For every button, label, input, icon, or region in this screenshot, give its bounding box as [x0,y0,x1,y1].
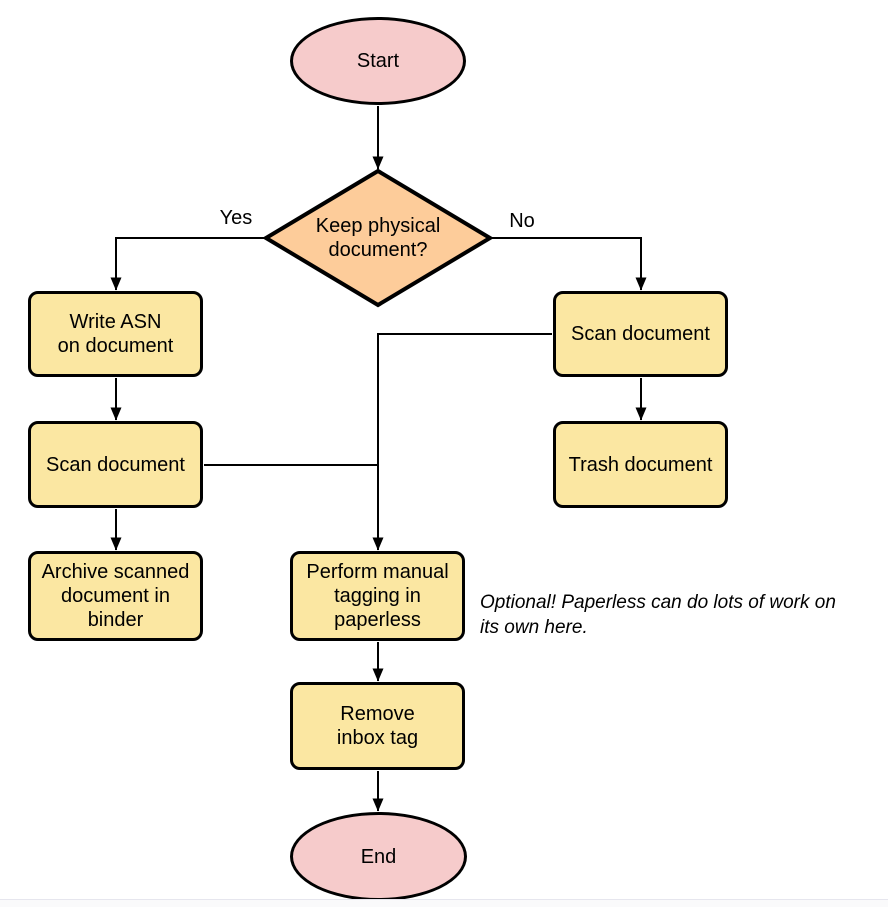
optional-annotation-line2: its own here. [480,617,588,638]
edge-label-no: No [496,210,548,233]
node-remove-inbox-tag: Remove inbox tag [290,682,465,770]
node-remove-inbox-tag-label: Remove inbox tag [336,703,419,749]
node-scan-document-right-label: Scan document [571,323,710,345]
edge-decision-no-to-scan-right [490,237,647,291]
node-archive-binder-label: Archive scanned document in binder [41,561,190,631]
window-bottom-strip [0,900,888,907]
node-scan-document-left-label: Scan document [46,453,185,476]
edge-label-yes: Yes [208,207,264,230]
node-trash-document-label: Trash document [568,453,713,476]
node-trash-document: Trash document [553,421,728,508]
node-scan-document-right: Scan document [553,291,728,377]
node-start: Start [290,17,466,105]
node-end-label: End [360,845,397,868]
optional-annotation-line1: Optional! Paperless can do lots of work … [480,592,836,613]
node-scan-document-left: Scan document [28,421,203,508]
window-bottom-edge [0,899,888,900]
node-write-asn: Write ASN on document [28,291,203,377]
node-decision-label: Keep physical document? [315,215,441,261]
edge-decision-yes-to-write-asn [110,237,264,291]
node-start-label: Start [356,50,400,72]
node-decision: Keep physical document? [262,166,494,310]
node-archive-binder: Archive scanned document in binder [28,551,203,641]
node-manual-tagging-label: Perform manual tagging in paperless [306,561,449,631]
decision-diamond-shape [262,168,494,308]
node-write-asn-label: Write ASN on document [57,311,174,357]
edge-scan-right-to-tagging [372,333,552,551]
optional-annotation: Optional! Paperless can do lots of work … [480,590,882,640]
node-manual-tagging: Perform manual tagging in paperless [290,551,465,641]
node-end: End [290,812,467,901]
